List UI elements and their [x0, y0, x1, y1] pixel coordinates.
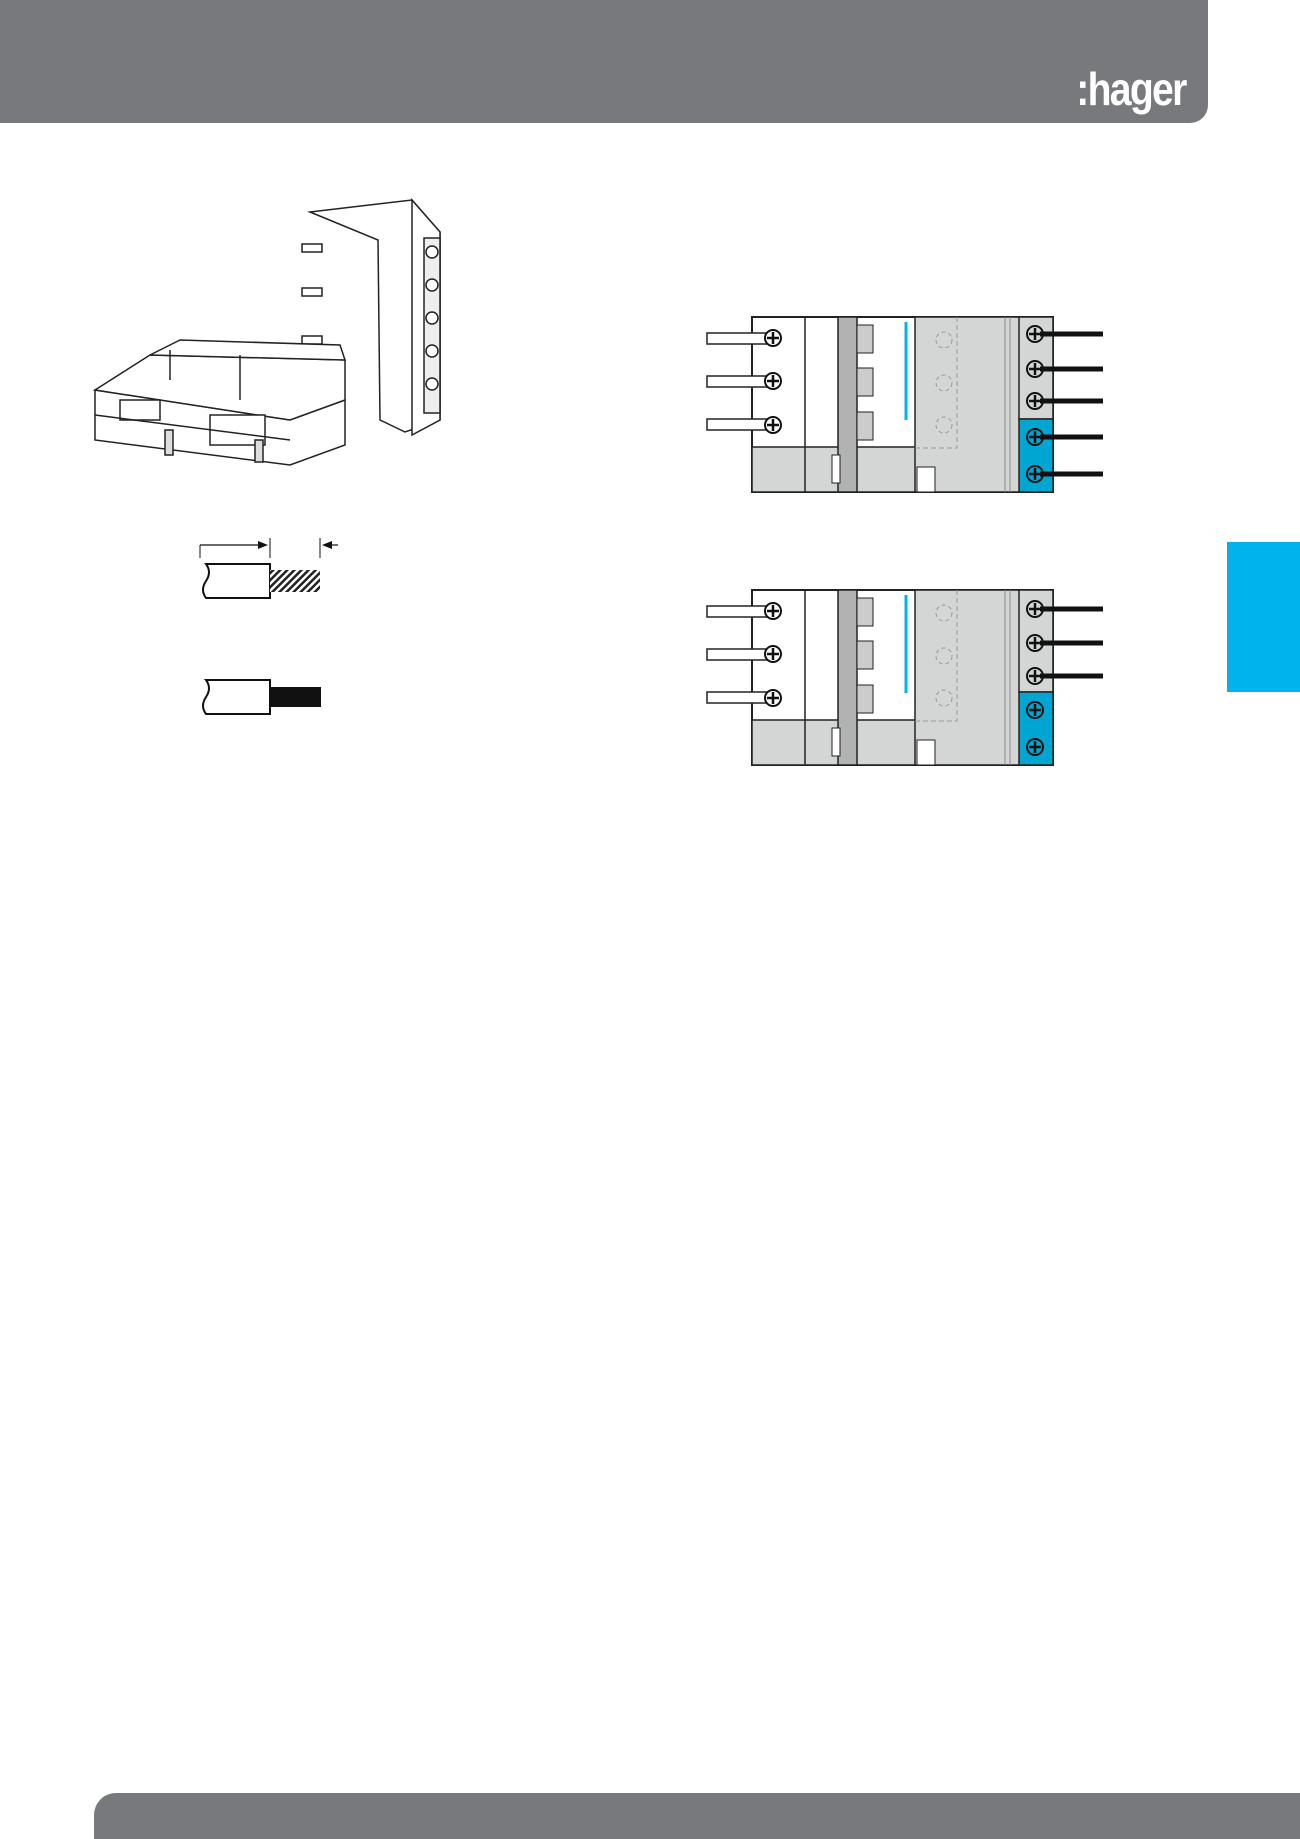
wire-ferrule-diagram	[202, 679, 321, 715]
device-diagram-top	[706, 316, 1103, 493]
wire-strip-diagram	[199, 538, 338, 599]
page-footer-band	[94, 1793, 1300, 1839]
device-diagram-bottom	[706, 589, 1103, 766]
page-header-band: :hager	[0, 0, 1208, 123]
hager-logo: :hager	[1076, 63, 1188, 115]
section-tab	[1227, 542, 1300, 692]
module-drawing	[92, 198, 441, 466]
